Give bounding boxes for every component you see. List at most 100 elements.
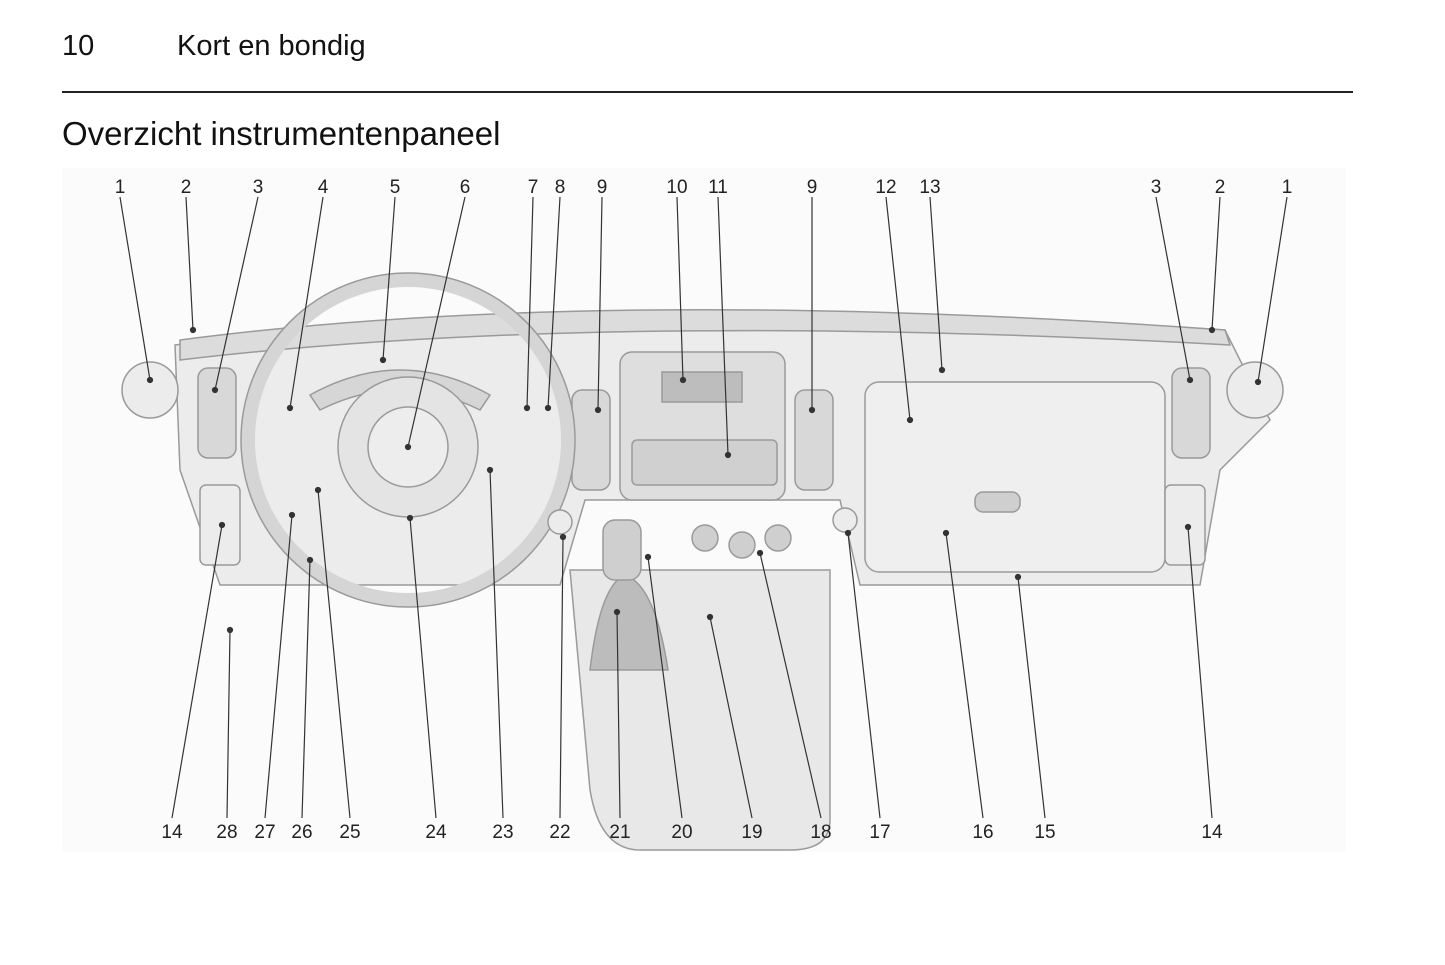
leader-dot: [644, 553, 652, 561]
callout-label: 18: [810, 822, 831, 843]
callout-label: 12: [875, 177, 896, 198]
leader-dot: [314, 486, 322, 494]
leader-line: [226, 629, 231, 819]
leader-dot: [544, 404, 552, 412]
leader-line: [709, 616, 753, 819]
callout-label: 3: [253, 177, 264, 198]
leader-line: [382, 196, 396, 361]
gear-knob: [602, 519, 642, 581]
right-side-vent: [1226, 361, 1284, 419]
callout-label: 25: [339, 822, 360, 843]
leader-line: [1155, 196, 1191, 381]
leader-dot: [844, 529, 852, 537]
leader-dot: [559, 533, 567, 541]
callout-label: 23: [492, 822, 513, 843]
leader-line: [676, 196, 684, 381]
leader-line: [847, 532, 881, 819]
leader-dot: [306, 556, 314, 564]
callout-label: 17: [869, 822, 890, 843]
leader-line: [547, 196, 561, 409]
leader-dot: [1208, 326, 1216, 334]
callout-label: 1: [1282, 177, 1293, 198]
callout-label: 28: [216, 822, 237, 843]
leader-line: [409, 517, 437, 819]
leader-line: [597, 196, 603, 411]
leader-line: [559, 536, 564, 819]
leader-dot: [189, 326, 197, 334]
page-number: 10: [62, 30, 95, 62]
callout-label: 14: [1201, 822, 1223, 843]
callout-label: 19: [741, 822, 762, 843]
callout-label: 2: [181, 177, 192, 198]
leader-dot: [906, 416, 914, 424]
radio-unit: [631, 439, 778, 486]
leader-line: [264, 514, 293, 819]
leader-dot: [286, 404, 294, 412]
leader-dot: [613, 608, 621, 616]
leader-dot: [404, 443, 412, 451]
header-divider: [62, 91, 1353, 93]
leader-dot: [938, 366, 946, 374]
glovebox-handle: [974, 491, 1021, 513]
leader-line: [489, 469, 504, 819]
leader-line: [1257, 196, 1288, 383]
callout-label: 13: [919, 177, 940, 198]
leader-dot: [756, 549, 764, 557]
leader-dot: [211, 386, 219, 394]
hazard-button: [547, 509, 573, 535]
callout-label: 9: [807, 177, 818, 198]
page-heading: Overzicht instrumentenpaneel: [62, 115, 501, 152]
leader-line: [1187, 526, 1213, 819]
callout-label: 16: [972, 822, 993, 843]
leader-dot: [226, 626, 234, 634]
leader-dot: [379, 356, 387, 364]
radio-display: [661, 371, 743, 403]
callout-label: 27: [254, 822, 275, 843]
right-knob: [832, 507, 858, 533]
leader-line: [929, 196, 943, 371]
leader-dot: [218, 521, 226, 529]
dashboard-top: [179, 309, 1232, 361]
leader-dot: [942, 529, 950, 537]
leader-line: [945, 532, 984, 819]
steering-wheel-outline: [240, 272, 576, 608]
callout-label: 9: [597, 177, 608, 198]
leader-line: [717, 196, 729, 456]
callout-label: 8: [555, 177, 566, 198]
callout-label: 14: [161, 822, 183, 843]
callout-label: 26: [291, 822, 312, 843]
center-right-vent: [794, 389, 834, 491]
leader-dot: [724, 451, 732, 459]
leader-line: [647, 556, 683, 819]
callout-label: 5: [390, 177, 401, 198]
callout-label: 6: [460, 177, 471, 198]
leader-dot: [523, 404, 531, 412]
callout-label: 20: [671, 822, 692, 843]
leader-dot: [679, 376, 687, 384]
steering-wheel: [241, 273, 575, 607]
right-vent: [1171, 367, 1211, 459]
leader-dot: [288, 511, 296, 519]
leader-dot: [1186, 376, 1194, 384]
leader-line: [185, 196, 194, 331]
callout-label: 4: [318, 177, 329, 198]
left-vent: [197, 367, 237, 459]
leader-dot: [706, 613, 714, 621]
callout-label: 21: [609, 822, 630, 843]
leader-line: [616, 611, 621, 819]
callout-label: 11: [708, 177, 728, 198]
leader-line: [759, 552, 822, 819]
callout-label: 3: [1151, 177, 1162, 198]
center-left-vent: [571, 389, 611, 491]
leader-line: [289, 196, 324, 409]
leader-dot: [808, 406, 816, 414]
leader-line: [407, 196, 466, 448]
leader-line: [885, 196, 911, 421]
callout-label: 10: [666, 177, 687, 198]
leader-line: [171, 524, 223, 819]
leader-dot: [146, 376, 154, 384]
glovebox: [864, 381, 1166, 573]
leader-line: [301, 559, 311, 819]
leader-dot: [1014, 573, 1022, 581]
